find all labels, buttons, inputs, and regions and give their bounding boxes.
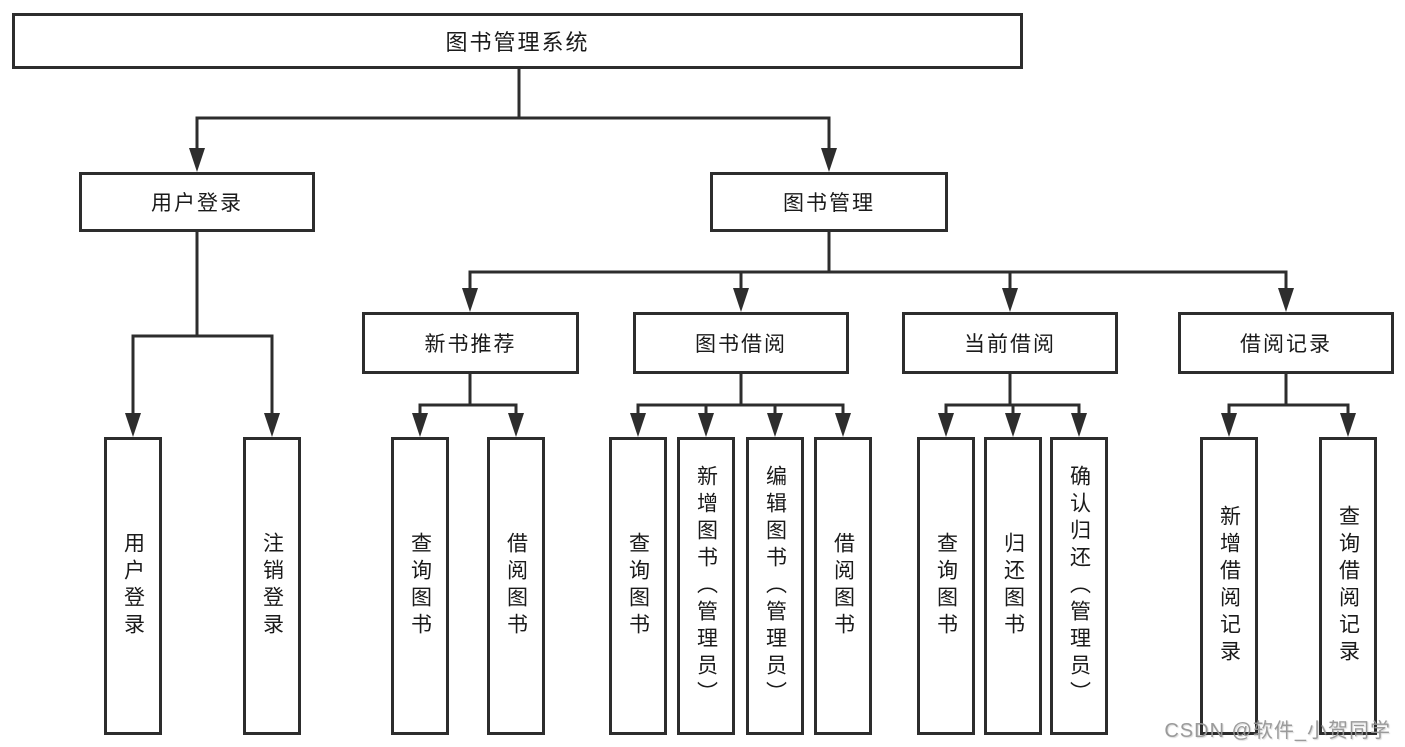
leaf-user-login: 用户登录 [104, 437, 162, 735]
leaf-logout: 注销登录 [243, 437, 301, 735]
connector-user-login-to-leaves [125, 232, 280, 437]
node-user-login: 用户登录 [79, 172, 315, 232]
leaf-edit-books-admin-label: 编辑图书（管理员） [763, 464, 787, 708]
leaf-recommend-query-books: 查询图书 [391, 437, 449, 735]
leaf-borrow-borrow-books: 借阅图书 [814, 437, 872, 735]
leaf-borrow-query-books-label: 查询图书 [626, 532, 650, 640]
leaf-recommend-borrow-books-label: 借阅图书 [504, 532, 528, 640]
leaf-edit-books-admin: 编辑图书（管理员） [746, 437, 804, 735]
leaf-user-login-label: 用户登录 [121, 532, 145, 640]
leaf-recommend-borrow-books: 借阅图书 [487, 437, 545, 735]
leaf-query-borrow-record: 查询借阅记录 [1319, 437, 1377, 735]
connector-borrow-records-to-leaves [1221, 374, 1356, 437]
connector-new-book-recommend-to-leaves [412, 374, 524, 437]
node-book-management-label: 图书管理 [783, 192, 875, 215]
leaf-return-books: 归还图书 [984, 437, 1042, 735]
leaf-confirm-return-admin: 确认归还（管理员） [1050, 437, 1108, 735]
node-book-borrow: 图书借阅 [633, 312, 849, 374]
connector-root-to-level1 [189, 69, 837, 172]
leaf-borrow-query-books: 查询图书 [609, 437, 667, 735]
node-root-label: 图书管理系统 [445, 30, 590, 55]
leaf-current-query-books-label: 查询图书 [934, 532, 958, 640]
watermark: CSDN @软件_小贺同学 [1164, 720, 1391, 742]
connector-book-management-to-level2 [462, 232, 1294, 312]
leaf-add-books-admin-label: 新增图书（管理员） [694, 464, 718, 708]
leaf-current-query-books: 查询图书 [917, 437, 975, 735]
node-new-book-recommend-label: 新书推荐 [424, 333, 517, 356]
connector-current-borrow-to-leaves [938, 374, 1087, 437]
node-root: 图书管理系统 [12, 13, 1023, 69]
leaf-add-borrow-record: 新增借阅记录 [1200, 437, 1258, 735]
leaf-return-books-label: 归还图书 [1001, 532, 1025, 640]
node-current-borrow: 当前借阅 [902, 312, 1118, 374]
node-current-borrow-label: 当前借阅 [964, 333, 1056, 356]
node-borrow-records: 借阅记录 [1178, 312, 1394, 374]
node-borrow-records-label: 借阅记录 [1240, 333, 1332, 356]
leaf-add-books-admin: 新增图书（管理员） [677, 437, 735, 735]
leaf-add-borrow-record-label: 新增借阅记录 [1217, 505, 1241, 667]
node-book-borrow-label: 图书借阅 [695, 333, 787, 356]
node-book-management: 图书管理 [710, 172, 948, 232]
node-user-login-label: 用户登录 [151, 192, 243, 215]
leaf-confirm-return-admin-label: 确认归还（管理员） [1067, 464, 1091, 708]
leaf-recommend-query-books-label: 查询图书 [408, 532, 432, 640]
node-new-book-recommend: 新书推荐 [362, 312, 579, 374]
leaf-borrow-borrow-books-label: 借阅图书 [831, 532, 855, 640]
leaf-logout-label: 注销登录 [260, 532, 284, 640]
connector-book-borrow-to-leaves [630, 374, 851, 437]
leaf-query-borrow-record-label: 查询借阅记录 [1336, 505, 1360, 667]
